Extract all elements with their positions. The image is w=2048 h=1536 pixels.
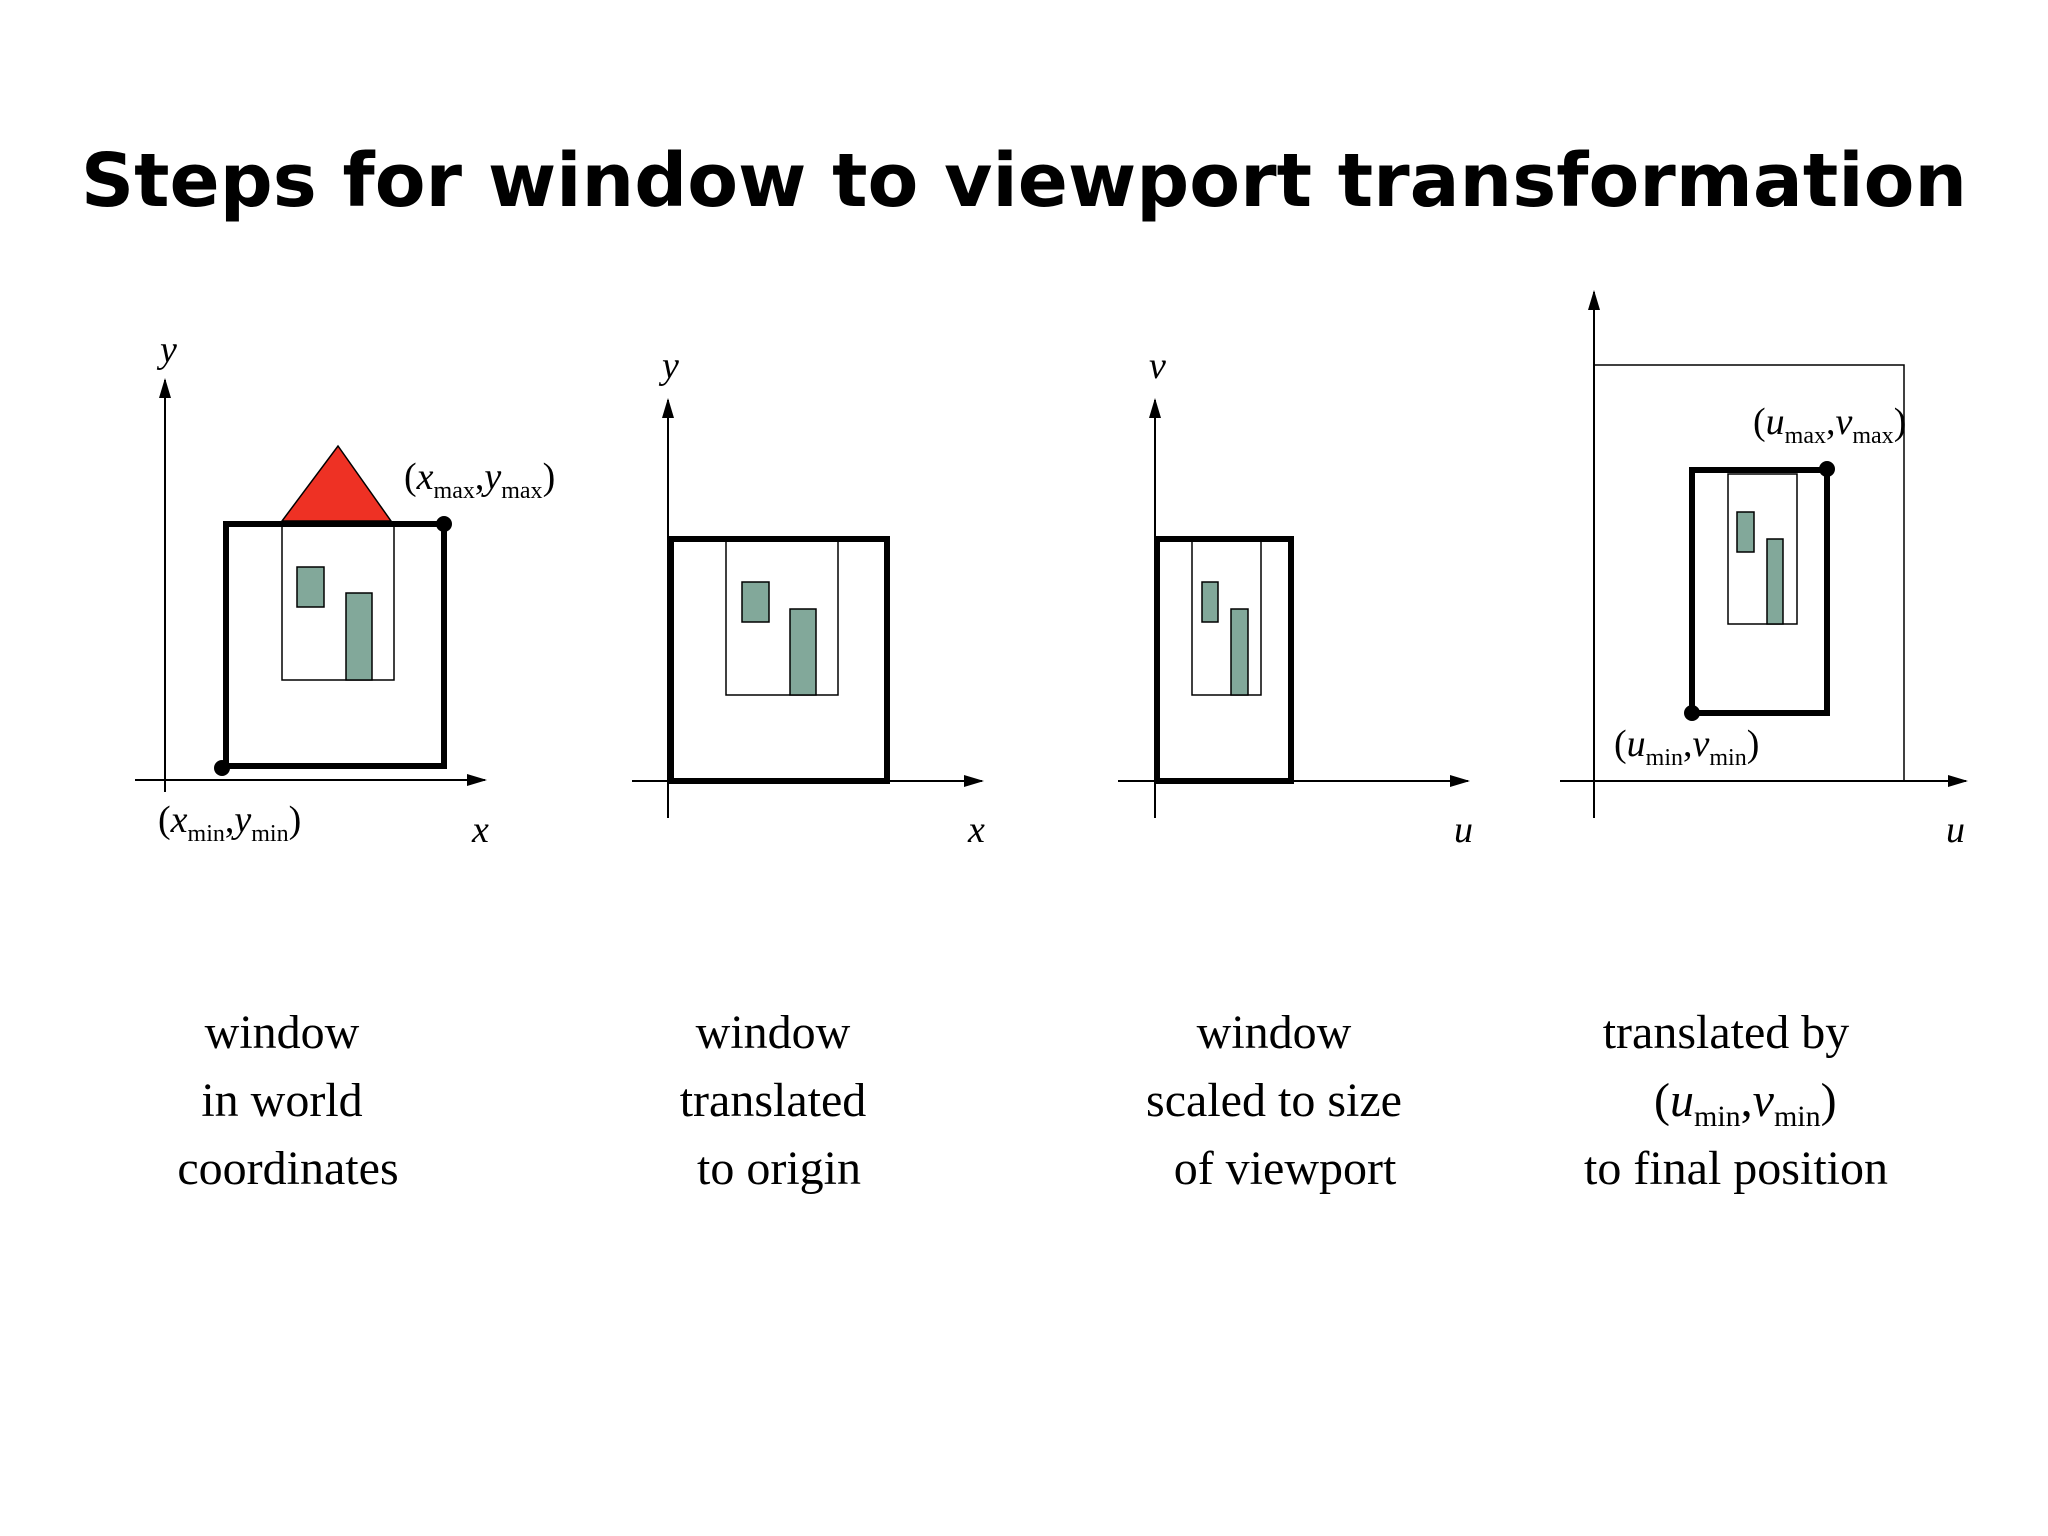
panel-3-v-label: v	[1149, 345, 1166, 387]
panel-1-max-point	[436, 516, 452, 532]
panel-1-min-label: (xmin,ymin)	[158, 799, 301, 847]
panel-1-max-label: (xmax,ymax)	[404, 456, 555, 504]
panel-3-small-block	[1201, 581, 1219, 623]
panel-4-max-point	[1819, 461, 1835, 477]
panel-3-caption: window scaled to size of viewport	[1146, 1006, 1414, 1195]
panel-4-caption-offset: (umin,vmin)	[1654, 1074, 1837, 1133]
panel-1-tall-block	[345, 592, 373, 681]
panel-4-min-label: (umin,vmin)	[1614, 723, 1759, 771]
panel-2-tall-block	[789, 608, 817, 696]
panel-3-tall-block	[1230, 608, 1249, 696]
slide-title: Steps for window to viewport transformat…	[80, 138, 1968, 224]
panel-4-tall-block	[1766, 538, 1784, 625]
panel-2-x-label: x	[967, 809, 985, 851]
panel-2-window-frame	[668, 536, 890, 784]
panel-4-max-label: (umax,vmax)	[1753, 401, 1906, 449]
panel-1-min-point	[214, 760, 230, 776]
panel-1-window-frame	[223, 521, 447, 769]
panel-4-display-area	[1593, 364, 1905, 782]
panel-2-caption: window translated to origin	[680, 1006, 879, 1195]
panel-4-min-point	[1684, 705, 1700, 721]
panel-2-small-block	[741, 581, 770, 623]
panel-1-world-window: y x (xmax,ymax) (xmin,ymin) window in wo…	[135, 329, 555, 1195]
panel-1-x-label: x	[471, 809, 489, 851]
panel-3-scaled-window: v u window scaled to size of viewport	[1118, 345, 1473, 1195]
panel-1-y-label: y	[156, 329, 177, 371]
panel-4-u-label: u	[1946, 809, 1965, 851]
panel-4-caption: translated by to final position	[1584, 1006, 1888, 1195]
panel-1-roof	[280, 444, 393, 522]
panel-1-small-block	[296, 566, 325, 608]
panel-3-window-frame	[1154, 536, 1294, 784]
panel-4-final-viewport: u (umax,vmax) (umin,vmin) translated by …	[1560, 290, 1968, 1195]
panel-4-small-block	[1736, 511, 1755, 553]
panel-4-viewport-frame	[1689, 467, 1830, 716]
panel-2-translated-window: y x window translated to origin	[632, 345, 985, 1195]
panel-2-y-label: y	[658, 345, 679, 387]
panel-4-house-body	[1727, 473, 1798, 625]
panel-1-caption: window in world coordinates	[177, 1006, 398, 1195]
panel-3-u-label: u	[1454, 809, 1473, 851]
